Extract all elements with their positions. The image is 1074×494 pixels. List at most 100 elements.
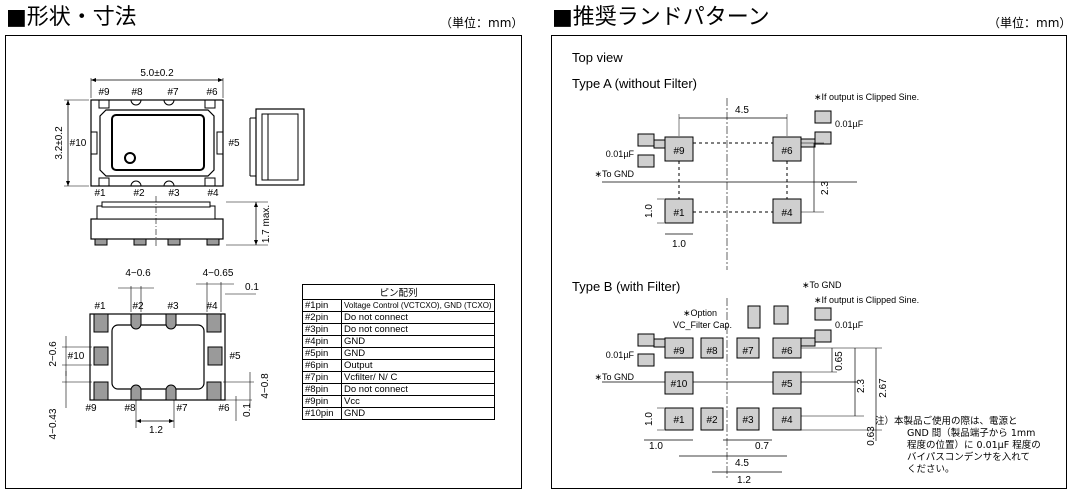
package-top-view [90,99,224,187]
type-a-label: Type A (without Filter) [572,76,697,91]
bv-pin-8: #8 [124,403,136,414]
type-a-dim-23: 2.3 [820,181,831,195]
pin-function-cell: Do not connect [341,311,495,324]
type-b-dim-23: 2.3 [856,379,867,393]
left-pin-10: #10 [70,138,87,149]
top-pin-8: #8 [131,87,143,98]
land-pattern-drawing: Top view Type A (without Filter) #9 #6 #… [572,50,919,486]
type-a-pad-9: #9 [673,146,685,157]
type-a-to-gnd: ∗To GND [594,169,634,179]
pin-function-cell: Vcfilter/ N/ C [341,371,495,384]
bottom-pin-2: #2 [133,188,145,199]
height-dimension: 3.2±0.2 [54,126,65,160]
bv-pin-5: #5 [229,351,241,362]
pin-number-cell: #5pin [302,347,342,360]
type-a-pad-6: #6 [781,146,793,157]
pin-number-cell: #7pin [302,371,342,384]
type-a-note: ∗If output is Clipped Sine. [814,92,919,102]
bv-pin-4: #4 [206,301,218,312]
top-pin-6: #6 [206,87,218,98]
right-section-title: ■推奨ランドパターン [552,5,770,30]
type-b-dim-07: 0.7 [755,441,769,452]
type-a-dim-10v: 1.0 [644,204,655,218]
package-side-view-right [249,108,305,186]
width-dimension: 5.0±0.2 [140,68,174,79]
dimensions-panel: #9 #8 #7 #6 #1 #2 #3 #4 #10 #5 5.0±0.2 3… [5,35,522,489]
note-line-2: GND 間（製品端子から 1mm [907,428,1036,439]
pin-function-cell: Vcc [341,395,495,408]
type-b-dim-10v: 1.0 [644,412,655,426]
type-b-pad-8: #8 [706,346,718,357]
package-side-view-bottom [90,196,224,248]
type-b-to-gnd: ∗To GND [594,372,634,382]
dimensions-drawing: #9 #8 #7 #6 #1 #2 #3 #4 #10 #5 5.0±0.2 3… [48,68,305,439]
type-a-pad-4: #4 [781,208,793,219]
type-b-pattern [602,298,857,478]
type-b-dim-45: 4.5 [735,458,749,469]
pin-function-cell: GND [341,335,495,348]
top-pin-9: #9 [98,87,110,98]
dim-12: 1.2 [149,425,163,436]
top-view-label: Top view [572,50,623,65]
dim-4-043: 4−0.43 [48,408,59,439]
type-b-to-gnd-top: ∗To GND [802,280,842,290]
type-b-dim-065: 0.65 [834,351,845,371]
pin-function-cell: Do not connect [341,323,495,336]
type-a-dim-10h: 1.0 [672,239,686,250]
pin-number-cell: #9pin [302,395,342,408]
pin-number-cell: #1pin [302,299,342,312]
pin-function-cell: GND [341,407,495,420]
pin-number-cell: #2pin [302,311,342,324]
dim-01-bottom: 0.1 [242,403,253,417]
type-b-pad-10: #10 [671,379,688,390]
package-bottom-view [89,313,226,401]
pin-function-cell: Output [341,359,495,372]
type-a-cap-left: 0.01µF [606,149,635,159]
side-height-dimension: 1.7 max. [261,205,272,243]
bottom-pin-4: #4 [207,188,219,199]
type-b-dim-267: 2.67 [878,378,889,398]
pin-function-cell: GND [341,347,495,360]
bv-pin-10: #10 [68,351,85,362]
left-unit-label: （単位：mm） [440,16,524,30]
bv-pin-9: #9 [85,403,97,414]
note-line-1: 注）本製品ご使用の際は、電源と [875,416,1018,427]
bottom-pin-1: #1 [94,188,106,199]
pin-number-cell: #8pin [302,383,342,396]
bottom-pin-3: #3 [168,188,180,199]
pin-number-cell: #6pin [302,359,342,372]
note-line-4: バイパスコンデンサを入れて [907,452,1031,463]
pin-number-cell: #4pin [302,335,342,348]
pin-function-cell: Do not connect [341,383,495,396]
type-b-dim-063: 0.63 [866,426,877,446]
pin-function-cell: Voltage Control (VCTCXO), GND (TCXO) [341,299,495,312]
type-b-pad-3: #3 [742,415,754,426]
type-a-dim-45: 4.5 [735,105,749,116]
type-b-pad-2: #2 [706,415,718,426]
dim-01-top: 0.1 [245,282,259,293]
bv-pin-7: #7 [176,403,188,414]
type-a-cap-right: 0.01µF [835,119,864,129]
type-b-pad-1: #1 [673,415,685,426]
pin-number-cell: #3pin [302,323,342,336]
type-b-pad-5: #5 [781,379,793,390]
note-line-3: 程度の位置）に 0.01µF 程度の [907,440,1041,451]
left-section-title: ■形状・寸法 [6,5,137,30]
type-b-cap-right: 0.01µF [835,320,864,330]
type-b-pad-7: #7 [742,346,754,357]
type-a-pad-1: #1 [673,208,685,219]
note-line-5: ください。 [907,464,955,475]
type-b-dim-12: 1.2 [737,475,751,486]
bv-pin-1: #1 [94,301,106,312]
type-b-dim-10: 1.0 [649,441,663,452]
type-b-pad-6: #6 [781,346,793,357]
